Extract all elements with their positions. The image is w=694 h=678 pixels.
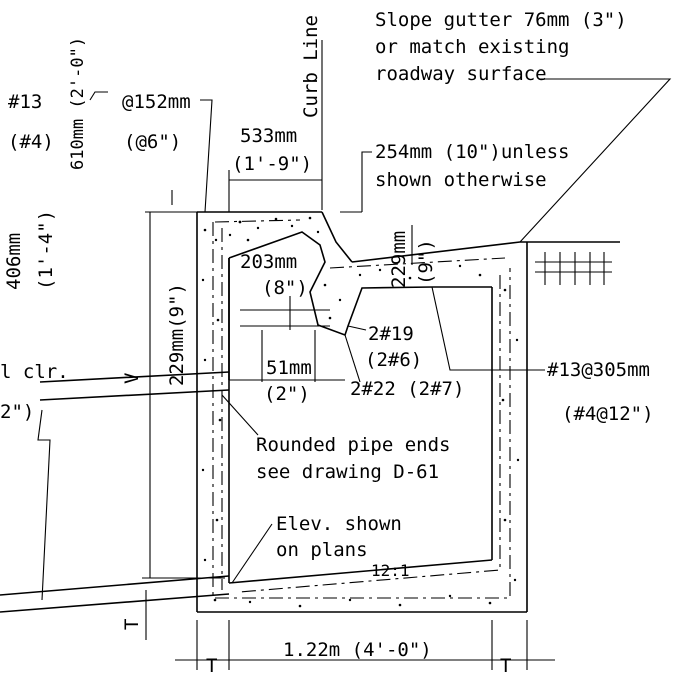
dimension-lines — [89, 40, 672, 670]
slope-gutter-line-1: Slope gutter 76mm (3") — [375, 9, 627, 31]
t-left-vertical: T — [121, 619, 143, 630]
t-bottom-left: T — [206, 655, 217, 677]
inlet-structure — [196, 211, 620, 613]
slope-gutter-line-2: or match existing — [375, 36, 569, 58]
at-152-label: @152mm — [122, 91, 191, 113]
clear-cover-imperial: 2") — [0, 401, 34, 423]
v-label: V — [121, 373, 143, 384]
concrete-stipple — [201, 216, 520, 608]
dim-203-label: 203mm — [240, 251, 297, 273]
pipe — [0, 371, 230, 613]
dim-229-right-label: 229mm — [388, 231, 410, 288]
dim-229-right-imperial: (9") — [415, 239, 437, 285]
curb-line-label: Curb Line — [300, 15, 322, 118]
roadway-pavement-symbol — [535, 252, 612, 285]
bar-2-6-label: (2#6) — [365, 349, 422, 371]
elev-line-2: on plans — [276, 539, 368, 561]
bar-4-label: (#4) — [8, 131, 54, 153]
bar-2-19-label: 2#19 — [368, 323, 414, 345]
rounded-pipe-line-2: see drawing D-61 — [256, 461, 439, 483]
slope-gutter-line-3: roadway surface — [375, 63, 547, 85]
dim-51-imperial: (2") — [264, 383, 310, 405]
bar-2-22-label: 2#22 (2#7) — [350, 378, 464, 400]
slope-ratio-label: 12:1 — [371, 561, 410, 580]
rounded-pipe-line-1: Rounded pipe ends — [256, 434, 450, 456]
elev-line-1: Elev. shown — [276, 513, 402, 535]
bar-4-12-label: (#4@12") — [562, 403, 654, 425]
bar-13-305-label: #13@305mm — [547, 359, 650, 381]
annotations: Slope gutter 76mm (3") or match existing… — [0, 9, 654, 677]
t-bottom-right: T — [500, 655, 511, 677]
dim-406-label: 406mm — [3, 233, 25, 290]
dim-406-imperial: (1'-4") — [35, 210, 57, 290]
at-6-label: (@6") — [124, 131, 181, 153]
dim-610-label: 610mm (2'-0") — [68, 37, 88, 170]
dim-254-line-2: shown otherwise — [375, 169, 547, 191]
dim-533-label: 533mm — [240, 125, 297, 147]
dim-51-label: 51mm — [266, 357, 312, 379]
dim-254-line-1: 254mm (10")unless — [375, 141, 569, 163]
clear-cover-label: l clr. — [0, 361, 69, 383]
dim-203-imperial: (8") — [262, 277, 308, 299]
dim-width-label: 1.22m (4'-0") — [283, 639, 432, 661]
dim-533-imperial: (1'-9") — [232, 153, 312, 175]
dim-229-left-label: 229mm(9") — [166, 283, 188, 386]
bar-13-label: #13 — [8, 91, 42, 113]
